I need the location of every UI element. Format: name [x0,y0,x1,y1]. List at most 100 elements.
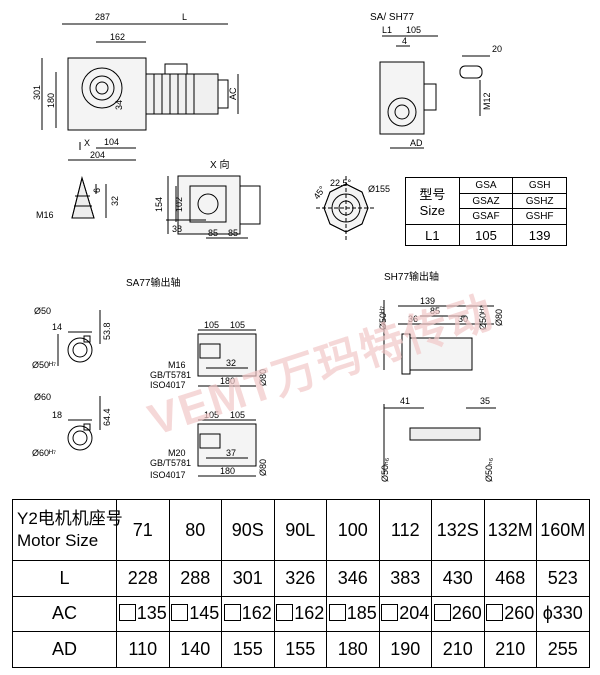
dim-45deg: 45° [311,184,327,201]
size-cell: 90S [221,499,275,561]
dim-162: 162 [110,32,125,42]
size-label: Size [419,203,445,219]
value-cell: 210 [483,631,537,668]
sh77-h6-left: Ø50ₕ₆ [380,457,390,482]
dim-AD: AD [410,138,423,148]
sh77-fit-left: Ø50ᴴ⁷ [378,306,388,330]
size-cell: 132M [483,499,537,561]
motor-size-table: Y2电机机座号 Motor Size 71 80 90S 90L 100 112… [12,499,590,668]
cell-l1-gsh: 139 [512,224,567,246]
value-cell: 260 [431,595,485,633]
size-cell: 80 [168,499,222,561]
sh77-85: 85 [430,306,440,316]
shaft2-37: 37 [226,448,236,458]
value-cell: 155 [221,631,275,668]
sa77-output-shaft [57,310,257,477]
dim-34: 34 [114,100,124,110]
cell-l1-gsa: 105 [458,224,514,246]
size-cell: 112 [378,499,432,561]
dim-301: 301 [32,85,42,100]
value-cell: 210 [431,631,485,668]
shaft2-105b: 105 [230,410,245,420]
dim-85a: 85 [208,228,218,238]
size-cell: 160M [536,499,590,561]
shaft1-dia80: Ø80 [258,369,268,386]
value-cell: 162 [221,595,275,633]
dim-105: 105 [406,25,421,35]
size-cell: 132S [431,499,485,561]
x-view-title: X 向 [210,158,229,171]
shaft1-180: 180 [220,376,235,386]
value-cell: ϕ330 [536,595,590,633]
value-cell: 326 [273,560,327,597]
flange-view [316,176,376,240]
square-section-icon [223,604,241,622]
bore1-dia: Ø50 [34,306,51,316]
shaft2-gb: GB/T5781 [150,458,191,468]
bore2-dia: Ø60 [34,392,51,402]
dim-204: 204 [90,150,105,160]
square-section-icon [328,604,346,622]
value-cell: 301 [221,560,275,597]
sh77-dia80: Ø80 [494,309,504,326]
dim-104: 104 [104,137,119,147]
header-en: Motor Size [17,531,99,550]
sh77-36: 36 [408,314,418,324]
value-cell: 162 [273,595,327,633]
size-cell: 100 [326,499,380,561]
square-section-icon [486,604,504,622]
dim-20: 20 [492,44,502,54]
ac-value: ϕ330 [542,603,583,624]
shaft1-105a: 105 [204,320,219,330]
ac-value: 185 [346,603,377,624]
sh77-fit-right: Ø50ᴴ⁷ [478,306,488,330]
value-cell: 288 [168,560,222,597]
value-cell: 155 [273,631,327,668]
square-section-icon [433,604,451,622]
technical-drawing: 287 162 L 301 180 AC 34 X 104 204 SA/ SH… [32,12,504,482]
dim-154: 154 [154,197,164,212]
shaft2-dia80: Ø80 [258,459,268,476]
dim-L: L [182,12,187,22]
cell-gshf: GSHF [512,208,567,226]
dim-180: 180 [46,93,56,108]
dim-M16: M16 [36,210,54,220]
ac-value: 204 [399,603,430,624]
cell-gsaz: GSAZ [458,192,514,210]
shaft2-M20: M20 [168,448,186,458]
bore1-fit: Ø50ᴴ⁷ [32,360,56,370]
dim-85b: 85 [228,228,238,238]
sa-sh77-title: SA/ SH77 [370,12,414,23]
bore2-fit: Ø60ᴴ⁷ [32,448,56,458]
x-direction-view [166,175,261,239]
shaft1-iso: ISO4017 [150,380,186,390]
value-cell: 255 [536,631,590,668]
dim-M12: M12 [482,92,492,110]
dim-X: X [84,138,90,148]
value-cell: 180 [326,631,380,668]
value-cell: 204 [378,595,432,633]
shaft1-105b: 105 [230,320,245,330]
row-label: AD [12,631,117,668]
model-label: 型号 [419,187,446,203]
ac-value: 145 [189,603,220,624]
sh77-30: 30 [458,314,468,324]
shaft1-M16: M16 [168,360,186,370]
square-section-icon [276,604,294,622]
dim-22-5deg: 22.5° [330,178,352,188]
dim-32: 32 [110,196,120,206]
ac-value: 162 [241,603,272,624]
shaft2-iso: ISO4017 [150,470,186,480]
size-cell: 90L [273,499,327,561]
square-section-icon [118,604,136,622]
ac-value: 135 [136,603,167,624]
shaft1-32: 32 [226,358,236,368]
row-AC: AC 135 145 162 162 185 204 260 260 ϕ330 [12,595,590,633]
value-cell: 185 [326,595,380,633]
row-AD: AD 110 140 155 155 180 190 210 210 255 [12,631,590,668]
shaft2-105a: 105 [204,410,219,420]
value-cell: 260 [483,595,537,633]
square-section-icon [171,604,189,622]
cell-l1-label: L1 [405,224,460,246]
header-cn: Y2电机机座号 [17,509,123,528]
